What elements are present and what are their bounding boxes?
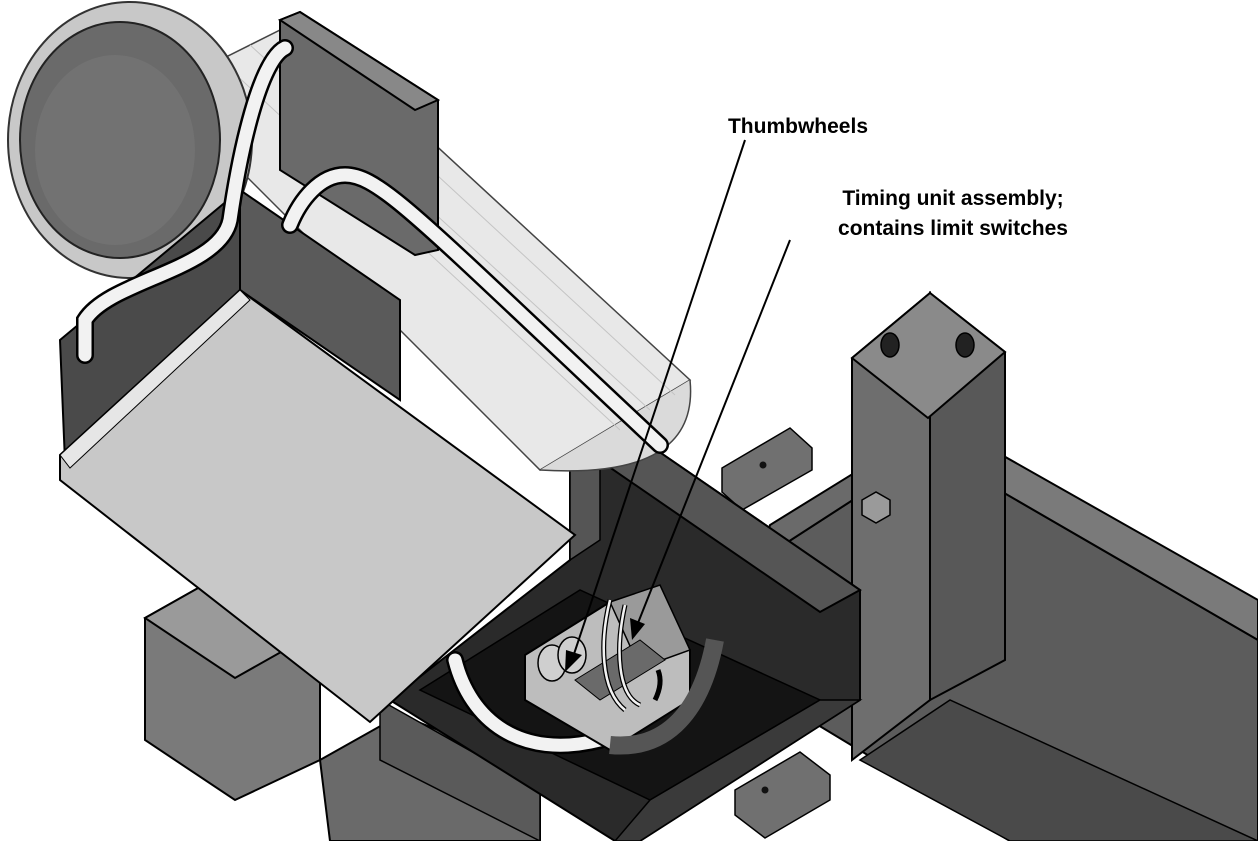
thumbwheels xyxy=(537,636,587,682)
thumbwheels-leader xyxy=(571,139,746,661)
hex-nut xyxy=(861,491,891,524)
leader-lines xyxy=(565,139,791,672)
timing-unit-label-line2: contains limit switches xyxy=(838,217,1068,240)
thumbwheels-arrowhead xyxy=(565,650,582,672)
timing-unit-arrowhead xyxy=(630,618,645,640)
post-hole xyxy=(955,332,975,358)
lower-left-blocks xyxy=(143,568,541,841)
mounting-post xyxy=(850,290,1007,763)
post-hole xyxy=(880,332,900,358)
thumbwheels-label: Thumbwheels xyxy=(728,115,868,138)
timing-unit-label-line1: Timing unit assembly; xyxy=(842,187,1063,210)
timing-unit-leader xyxy=(635,239,791,629)
bracket-tabs xyxy=(721,427,831,839)
cables xyxy=(76,39,669,755)
motor-end-cap xyxy=(7,1,253,279)
